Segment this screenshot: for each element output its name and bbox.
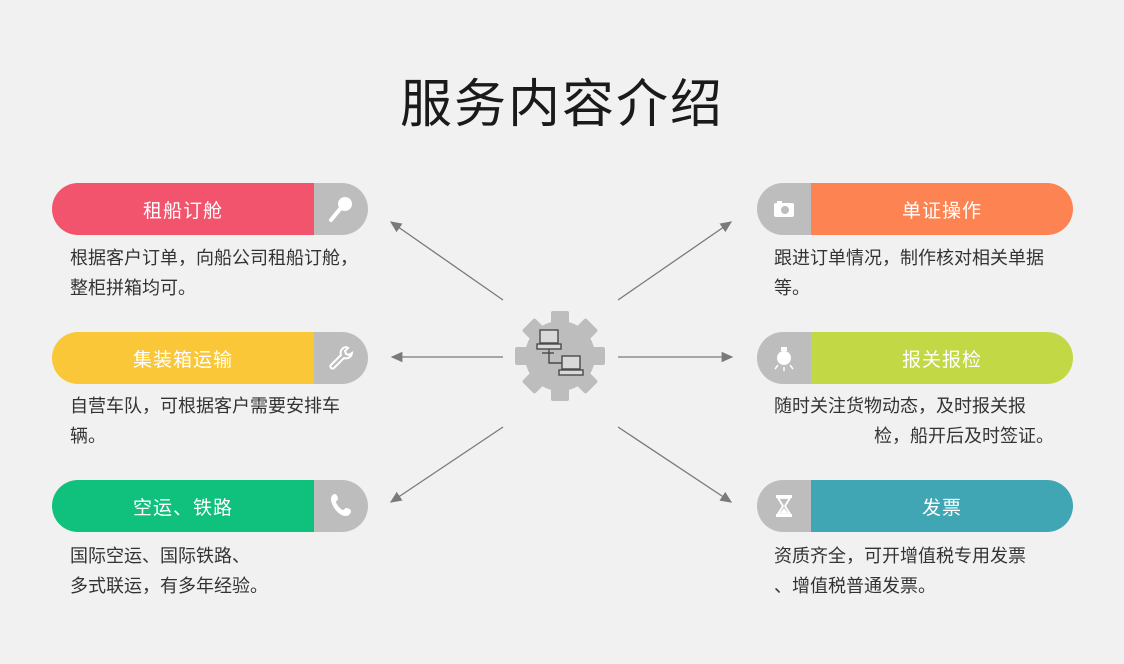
service-label-charter: 租船订舱	[52, 183, 314, 235]
arrow-bottom-left	[389, 426, 504, 503]
desc-line: 资质齐全，可开增值税专用发票	[774, 546, 1026, 567]
desc-line: 多式联运，有多年经验。	[70, 576, 268, 597]
phone-icon	[314, 480, 368, 532]
service-label-customs: 报关报检	[811, 332, 1073, 384]
service-pill-invoice[interactable]: 发票	[757, 480, 1073, 532]
wrench-icon	[314, 332, 368, 384]
service-desc-customs: 随时关注货物动态，及时报关报 检，船开后及时签证。	[774, 392, 1074, 452]
service-desc-charter: 根据客户订单，向船公司租船订舱，整柜拼箱均可。	[70, 248, 358, 299]
service-label-documents: 单证操作	[811, 183, 1073, 235]
gear-network-icon	[515, 311, 605, 401]
arrow-bottom-right	[617, 426, 733, 503]
service-pill-air-rail[interactable]: 空运、铁路	[52, 480, 368, 532]
service-desc-container: 自营车队，可根据客户需要安排车辆。	[70, 396, 340, 447]
service-pill-documents[interactable]: 单证操作	[757, 183, 1073, 235]
desc-line: 、增值税普通发票。	[774, 576, 936, 597]
microphone-icon	[314, 183, 368, 235]
desc-line: 随时关注货物动态，及时报关报	[774, 396, 1026, 417]
service-label-invoice: 发票	[811, 480, 1073, 532]
service-desc-invoice: 资质齐全，可开增值税专用发票 、增值税普通发票。	[774, 542, 1074, 602]
page-title: 服务内容介绍	[399, 75, 724, 135]
desc-line: 检，船开后及时签证。	[874, 426, 1054, 447]
camera-icon	[757, 183, 811, 235]
service-label-air-rail: 空运、铁路	[52, 480, 314, 532]
arrow-top-left	[389, 221, 504, 301]
service-desc-air-rail: 国际空运、国际铁路、 多式联运，有多年经验。	[70, 542, 370, 602]
service-label-container: 集装箱运输	[52, 332, 314, 384]
service-pill-charter[interactable]: 租船订舱	[52, 183, 368, 235]
service-pill-container[interactable]: 集装箱运输	[52, 332, 368, 384]
desc-line: 国际空运、国际铁路、	[70, 546, 250, 567]
service-desc-documents: 跟进订单情况，制作核对相关单据等。	[774, 248, 1044, 299]
service-pill-customs[interactable]: 报关报检	[757, 332, 1073, 384]
lightbulb-icon	[757, 332, 811, 384]
hourglass-icon	[757, 480, 811, 532]
arrow-top-right	[617, 221, 733, 301]
